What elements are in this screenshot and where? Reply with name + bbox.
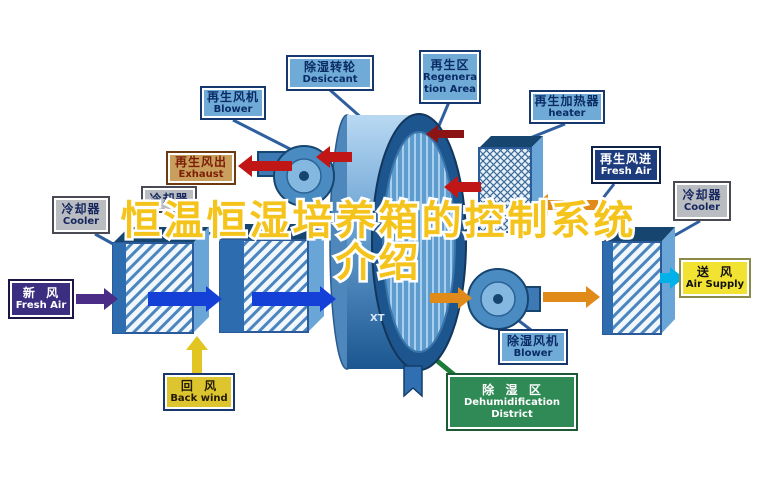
dehum-blower-label-zh: 除湿风机	[506, 334, 559, 349]
regen-fresh-air-label: 再生风进 Fresh Air	[591, 146, 661, 184]
return-air-arrow	[186, 336, 208, 374]
airflow-arrows	[76, 125, 684, 374]
back-wind-label-zh: 回 风	[180, 379, 218, 394]
back-wind-label: 回 风 Back wind	[163, 373, 235, 411]
cooler-right-label: 冷却器 Cooler	[673, 181, 731, 221]
regeneration-area-label-en: Regeneration Area	[423, 72, 478, 96]
air-supply-label-en: Air Supply	[685, 279, 745, 291]
air-supply-label-zh: 送 风	[696, 265, 734, 280]
fresh-air-label-zh: 新 风	[22, 286, 60, 301]
back-wind-label-en: Back wind	[170, 393, 228, 405]
fresh-air-arrow	[76, 288, 118, 310]
dehum-blower-label-en: Blower	[513, 348, 553, 360]
dehum-district-label-zh: 除 湿 区	[482, 383, 542, 398]
exhaust-arrow	[238, 155, 292, 177]
regen-fresh-air-label-zh: 再生风进	[599, 152, 652, 167]
desiccant-wheel-label: 除湿转轮 Desiccant	[286, 55, 374, 91]
regen-heater-label-en: heater	[548, 108, 586, 120]
regen-heater-label: 再生加热器 heater	[529, 90, 605, 124]
dehum-blower-label: 除湿风机 Blower	[498, 329, 568, 365]
precooler-device	[219, 224, 324, 333]
ribbon-icon	[403, 365, 423, 398]
fan-to-cooler-arrow	[543, 286, 600, 308]
page-title: 恒温恒湿培养箱的控制系统 介绍	[0, 198, 757, 287]
regeneration-area-label-zh: 再生区	[430, 58, 470, 73]
regen-exhaust-label-zh: 再生风出	[174, 155, 227, 170]
regeneration-area-label: 再生区 Regeneration Area	[419, 50, 481, 104]
connector-lines	[94, 88, 701, 332]
dehum-district-label: 除 湿 区 Dehumidification District	[446, 373, 578, 431]
drum-to-regen-fan-arrow	[316, 146, 352, 168]
dehum-district-label-en: Dehumidification District	[463, 397, 561, 421]
regeneration-connector	[436, 101, 451, 129]
cooler-left-label-en: Cooler	[62, 216, 100, 228]
regen-fresh-air-label-en: Fresh Air	[600, 166, 652, 178]
page-title-line1: 恒温恒湿培养箱的控制系统	[118, 198, 637, 245]
cooler-mid-label: 冷却器	[141, 186, 197, 213]
air-supply-label: 送 风 Air Supply	[679, 258, 751, 298]
regen-exhaust-label: 再生风出 Exhaust	[166, 151, 236, 185]
fresh-air-label: 新 风 Fresh Air	[8, 279, 74, 319]
process-air-arrow-2	[252, 286, 336, 312]
cooler-right-device	[602, 227, 675, 335]
regen-freshair-connector	[598, 183, 616, 203]
supply-air-arrow	[660, 267, 684, 289]
regen-exhaust-label-en: Exhaust	[178, 169, 224, 181]
drum-mark-text: XT	[370, 313, 385, 324]
desiccant-wheel-label-en: Desiccant	[302, 74, 358, 86]
dehum-blower-fan	[467, 268, 541, 330]
heater-inlet-arrow	[534, 194, 598, 216]
cooler-mid-label-zh: 冷却器	[149, 192, 189, 207]
process-air-arrow-1	[148, 286, 222, 312]
fresh-air-label-en: Fresh Air	[15, 300, 67, 312]
cooler-right-label-en: Cooler	[683, 202, 721, 214]
regen-blower-label-zh: 再生风机	[206, 90, 259, 105]
page-title-line2: 介绍	[333, 240, 422, 287]
cooler-left-label-zh: 冷却器	[61, 202, 101, 217]
cooler-left-label: 冷却器 Cooler	[52, 196, 110, 234]
regen-blower-connector	[232, 118, 293, 152]
regen-blower-label-en: Blower	[213, 104, 253, 116]
drum-to-dehum-fan-arrow	[430, 287, 472, 309]
regen-blower-label: 再生风机 Blower	[200, 86, 266, 120]
cooler-right-label-zh: 冷却器	[682, 188, 722, 203]
drum-top-arrow	[426, 125, 464, 143]
regen-heater-label-zh: 再生加热器	[534, 94, 600, 109]
cooler-left-device	[112, 227, 209, 334]
heater-to-drum-arrow	[444, 176, 481, 198]
desiccant-wheel-label-zh: 除湿转轮	[303, 60, 356, 75]
